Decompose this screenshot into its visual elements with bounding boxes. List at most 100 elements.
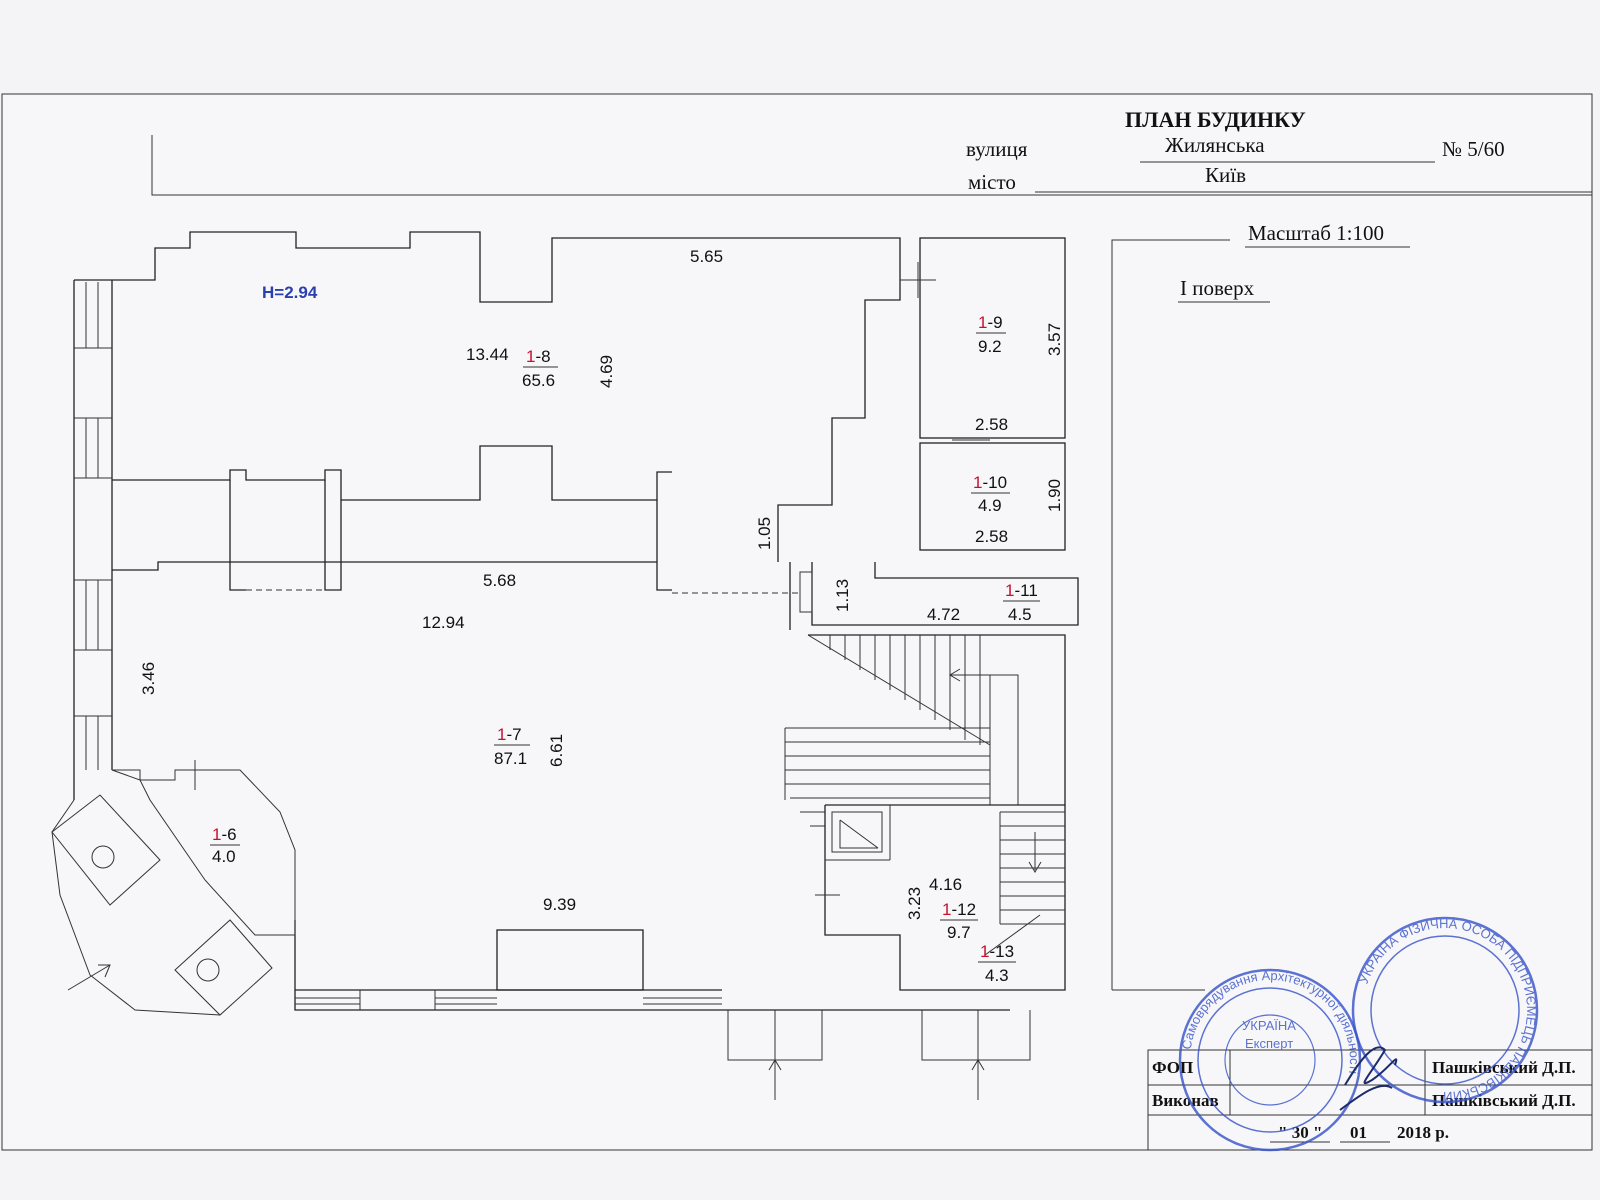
room-1-8-bottom-wall	[112, 445, 672, 501]
ceiling-height: H=2.94	[262, 283, 318, 302]
pilaster-right	[656, 500, 672, 591]
room-1-7-top-wall	[112, 561, 657, 571]
pilaster-left	[229, 480, 246, 591]
svg-text:4.5: 4.5	[1008, 605, 1032, 624]
pilaster-mid	[324, 480, 342, 591]
room-1-12-label: 1-12 9.7	[940, 900, 978, 942]
executor-label: Виконав	[1152, 1091, 1219, 1110]
svg-text:9.7: 9.7	[947, 923, 971, 942]
dim-3-46: 3.46	[139, 662, 158, 695]
column-1	[91, 845, 115, 869]
dim-3-57: 3.57	[1045, 323, 1064, 356]
column-2	[196, 958, 220, 982]
sheet-frame	[1, 93, 1593, 1151]
bottom-wall	[294, 920, 722, 1011]
svg-text:1-11: 1-11	[1005, 581, 1038, 600]
svg-text:4.9: 4.9	[978, 496, 1002, 515]
svg-text:1-8: 1-8	[526, 347, 551, 366]
bottom-windows	[295, 990, 722, 1010]
city-label: місто	[968, 170, 1016, 194]
room-1-8-label: 1-8 65.6	[522, 347, 558, 390]
building-walls	[51, 231, 1079, 1100]
left-windows	[74, 282, 112, 770]
closet-inner	[839, 820, 878, 849]
svg-text:87.1: 87.1	[494, 749, 527, 768]
scale-label: Масштаб 1:100	[1248, 221, 1384, 245]
house-number: № 5/60	[1442, 137, 1505, 161]
date-month: 01	[1350, 1123, 1367, 1142]
room-1-6-outline	[111, 769, 296, 936]
staircase	[784, 634, 1066, 827]
room-1-6-label: 1-6 4.0	[210, 825, 240, 866]
bay-outer	[51, 799, 221, 1016]
svg-text:4.0: 4.0	[212, 847, 236, 866]
room-1-10-label: 1-10 4.9	[971, 473, 1010, 515]
svg-text:9.2: 9.2	[978, 337, 1002, 356]
room-1-9-label: 1-9 9.2	[976, 313, 1006, 356]
bay-window-1	[51, 794, 161, 906]
room-1-8-outline	[112, 231, 901, 562]
svg-text:Експерт: Експерт	[1245, 1036, 1293, 1051]
bay-arrowhead	[98, 964, 111, 978]
svg-text:1-6: 1-6	[212, 825, 237, 844]
fop-value: Пашківський Д.П.	[1432, 1058, 1576, 1077]
dim-3-23: 3.23	[905, 887, 924, 920]
stair-treads-lower	[784, 727, 990, 827]
dim-2-58-b: 2.58	[975, 527, 1008, 546]
stair-treads-upper	[807, 634, 991, 746]
dim-5-65: 5.65	[690, 247, 723, 266]
svg-text:4.3: 4.3	[985, 966, 1009, 985]
svg-text:УКРАЇНА: УКРАЇНА	[1242, 1018, 1296, 1033]
svg-text:1-10: 1-10	[973, 473, 1007, 492]
svg-text:1-12: 1-12	[942, 900, 976, 919]
dim-4-16: 4.16	[929, 875, 962, 894]
date-day: " 30 "	[1278, 1123, 1322, 1142]
dim-13-44: 13.44	[466, 345, 509, 364]
closet-diag	[839, 819, 879, 849]
street-label: вулиця	[966, 137, 1028, 161]
porch-right	[921, 1010, 1031, 1061]
closet	[831, 811, 883, 853]
dim-5-68: 5.68	[483, 571, 516, 590]
dim-4-72: 4.72	[927, 605, 960, 624]
room-1-7-label: 1-7 87.1	[494, 725, 530, 768]
signature	[1339, 1046, 1398, 1111]
dim-9-39: 9.39	[543, 895, 576, 914]
entry-arrowhead-2	[971, 1059, 985, 1071]
city-value: Київ	[1205, 163, 1246, 187]
svg-text:1-7: 1-7	[497, 725, 522, 744]
door-1-11	[799, 571, 813, 613]
stair-wall	[808, 634, 1066, 805]
dim-6-61: 6.61	[547, 734, 566, 767]
dim-2-58-a: 2.58	[975, 415, 1008, 434]
room-1-11-outline	[811, 562, 1079, 626]
entry-arrowhead-1	[768, 1059, 782, 1071]
svg-text:65.6: 65.6	[522, 371, 555, 390]
date-year: 2018 р.	[1397, 1123, 1449, 1142]
room-1-11-label: 1-11 4.5	[1003, 581, 1040, 624]
stair-line	[984, 914, 1041, 956]
room-1-12-top	[825, 804, 1066, 991]
bay-arrow	[67, 964, 111, 991]
svg-text:1-13: 1-13	[980, 942, 1014, 961]
title-block: ФОП Пашківський Д.П. Виконав Пашківський…	[1147, 1049, 1593, 1151]
stair-arrowhead	[949, 668, 961, 682]
plan-title: ПЛАН БУДИНКУ	[1125, 107, 1306, 132]
stair-arrowhead-down	[1028, 861, 1042, 873]
svg-text:1-9: 1-9	[978, 313, 1003, 332]
bottom-recess	[496, 929, 644, 991]
bay-window-2	[174, 919, 273, 1016]
dim-1-90: 1.90	[1045, 479, 1064, 512]
room-1-9-outline	[919, 237, 1066, 439]
neighbour-outline	[1111, 239, 1230, 990]
room-1-13-label: 1-13 4.3	[978, 942, 1016, 985]
dim-12-94: 12.94	[422, 613, 465, 632]
dim-1-13: 1.13	[833, 579, 852, 612]
dim-1-05: 1.05	[755, 517, 774, 550]
fop-label: ФОП	[1152, 1058, 1193, 1077]
executor-value: Пашківський Д.П.	[1432, 1091, 1576, 1110]
room-1-10-outline	[919, 442, 1066, 551]
street-value: Жилянська	[1165, 133, 1265, 157]
